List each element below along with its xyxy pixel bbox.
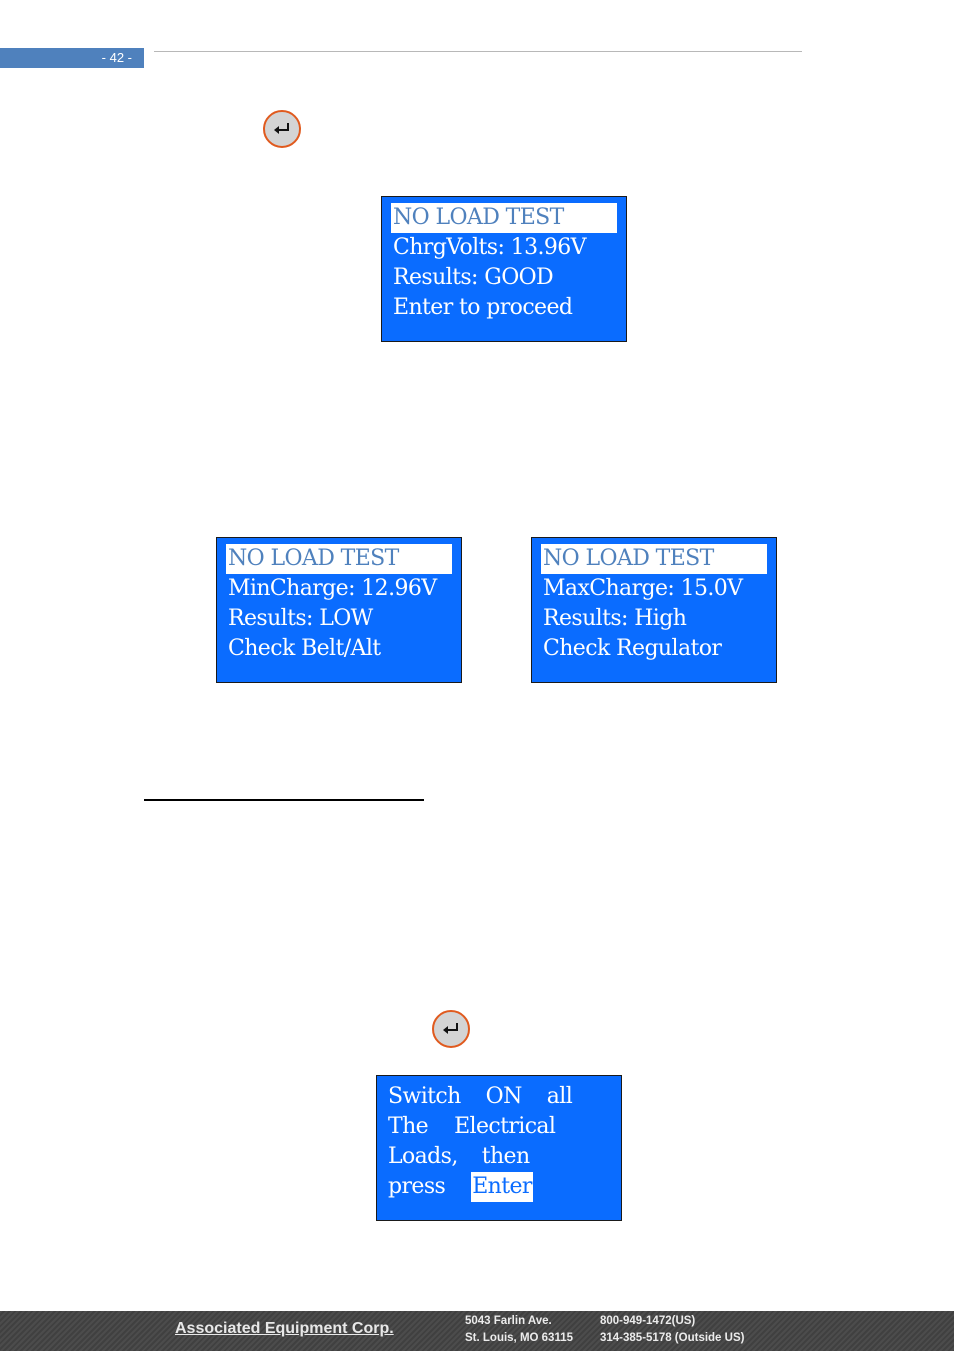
header-divider (154, 51, 802, 52)
lcd-screen-low: NO LOAD TEST MinCharge: 12.96V Results: … (216, 537, 462, 683)
lcd-line-instruction: Check Regulator (543, 636, 722, 661)
lcd-word: press (388, 1174, 446, 1199)
lcd-line-instruction: Check Belt/Alt (228, 636, 381, 661)
lcd-word: ON (485, 1084, 523, 1109)
phone-outside-us: 314-385-5178 (Outside US) (600, 1332, 745, 1344)
lcd-line-results: Results: GOOD (393, 265, 554, 290)
lcd-line-1: Switch ON all (377, 1082, 621, 1112)
lcd-screen-good: NO LOAD TEST ChrgVolts: 13.96V Results: … (381, 196, 627, 342)
phone-us: 800-949-1472(US) (600, 1315, 696, 1327)
lcd-title: NO LOAD TEST (226, 544, 452, 574)
section-heading-underline (144, 799, 424, 801)
lcd-line-min-charge: MinCharge: 12.96V (228, 576, 437, 601)
lcd-word: then (481, 1144, 530, 1169)
lcd-word: Electrical (454, 1114, 556, 1139)
page-number: - 42 - (0, 48, 144, 68)
lcd-word: Loads, (388, 1144, 458, 1169)
enter-return-icon (274, 123, 289, 134)
lcd-title: NO LOAD TEST (541, 544, 767, 574)
lcd-title: NO LOAD TEST (391, 203, 617, 233)
lcd-line-results: Results: High (543, 606, 687, 631)
company-name: Associated Equipment Corp. (175, 1320, 394, 1337)
lcd-line-results: Results: LOW (228, 606, 373, 631)
lcd-line-2: The Electrical (377, 1112, 621, 1142)
lcd-word: The (388, 1114, 429, 1139)
lcd-screen-electrical-loads: Switch ON all The Electrical Loads, then pre… (376, 1075, 622, 1221)
address-line-1: 5043 Farlin Ave. (465, 1315, 552, 1327)
lcd-line-charge-volts: ChrgVolts: 13.96V (393, 235, 587, 260)
lcd-line-max-charge: MaxCharge: 15.0V (543, 576, 743, 601)
lcd-enter-highlight: Enter (471, 1172, 533, 1202)
lcd-line-4: press Enter (377, 1172, 621, 1202)
enter-key-icon (432, 1010, 470, 1048)
enter-key-icon (263, 110, 301, 148)
lcd-line-3: Loads, then (377, 1142, 621, 1172)
address-line-2: St. Louis, MO 63115 (465, 1332, 574, 1344)
lcd-word: all (546, 1084, 573, 1109)
lcd-screen-high: NO LOAD TEST MaxCharge: 15.0V Results: H… (531, 537, 777, 683)
page-footer: Associated Equipment Corp. 5043 Farlin A… (0, 1311, 954, 1351)
lcd-line-instruction: Enter to proceed (393, 295, 573, 320)
enter-return-icon (443, 1023, 458, 1034)
lcd-word: Switch (388, 1084, 461, 1109)
